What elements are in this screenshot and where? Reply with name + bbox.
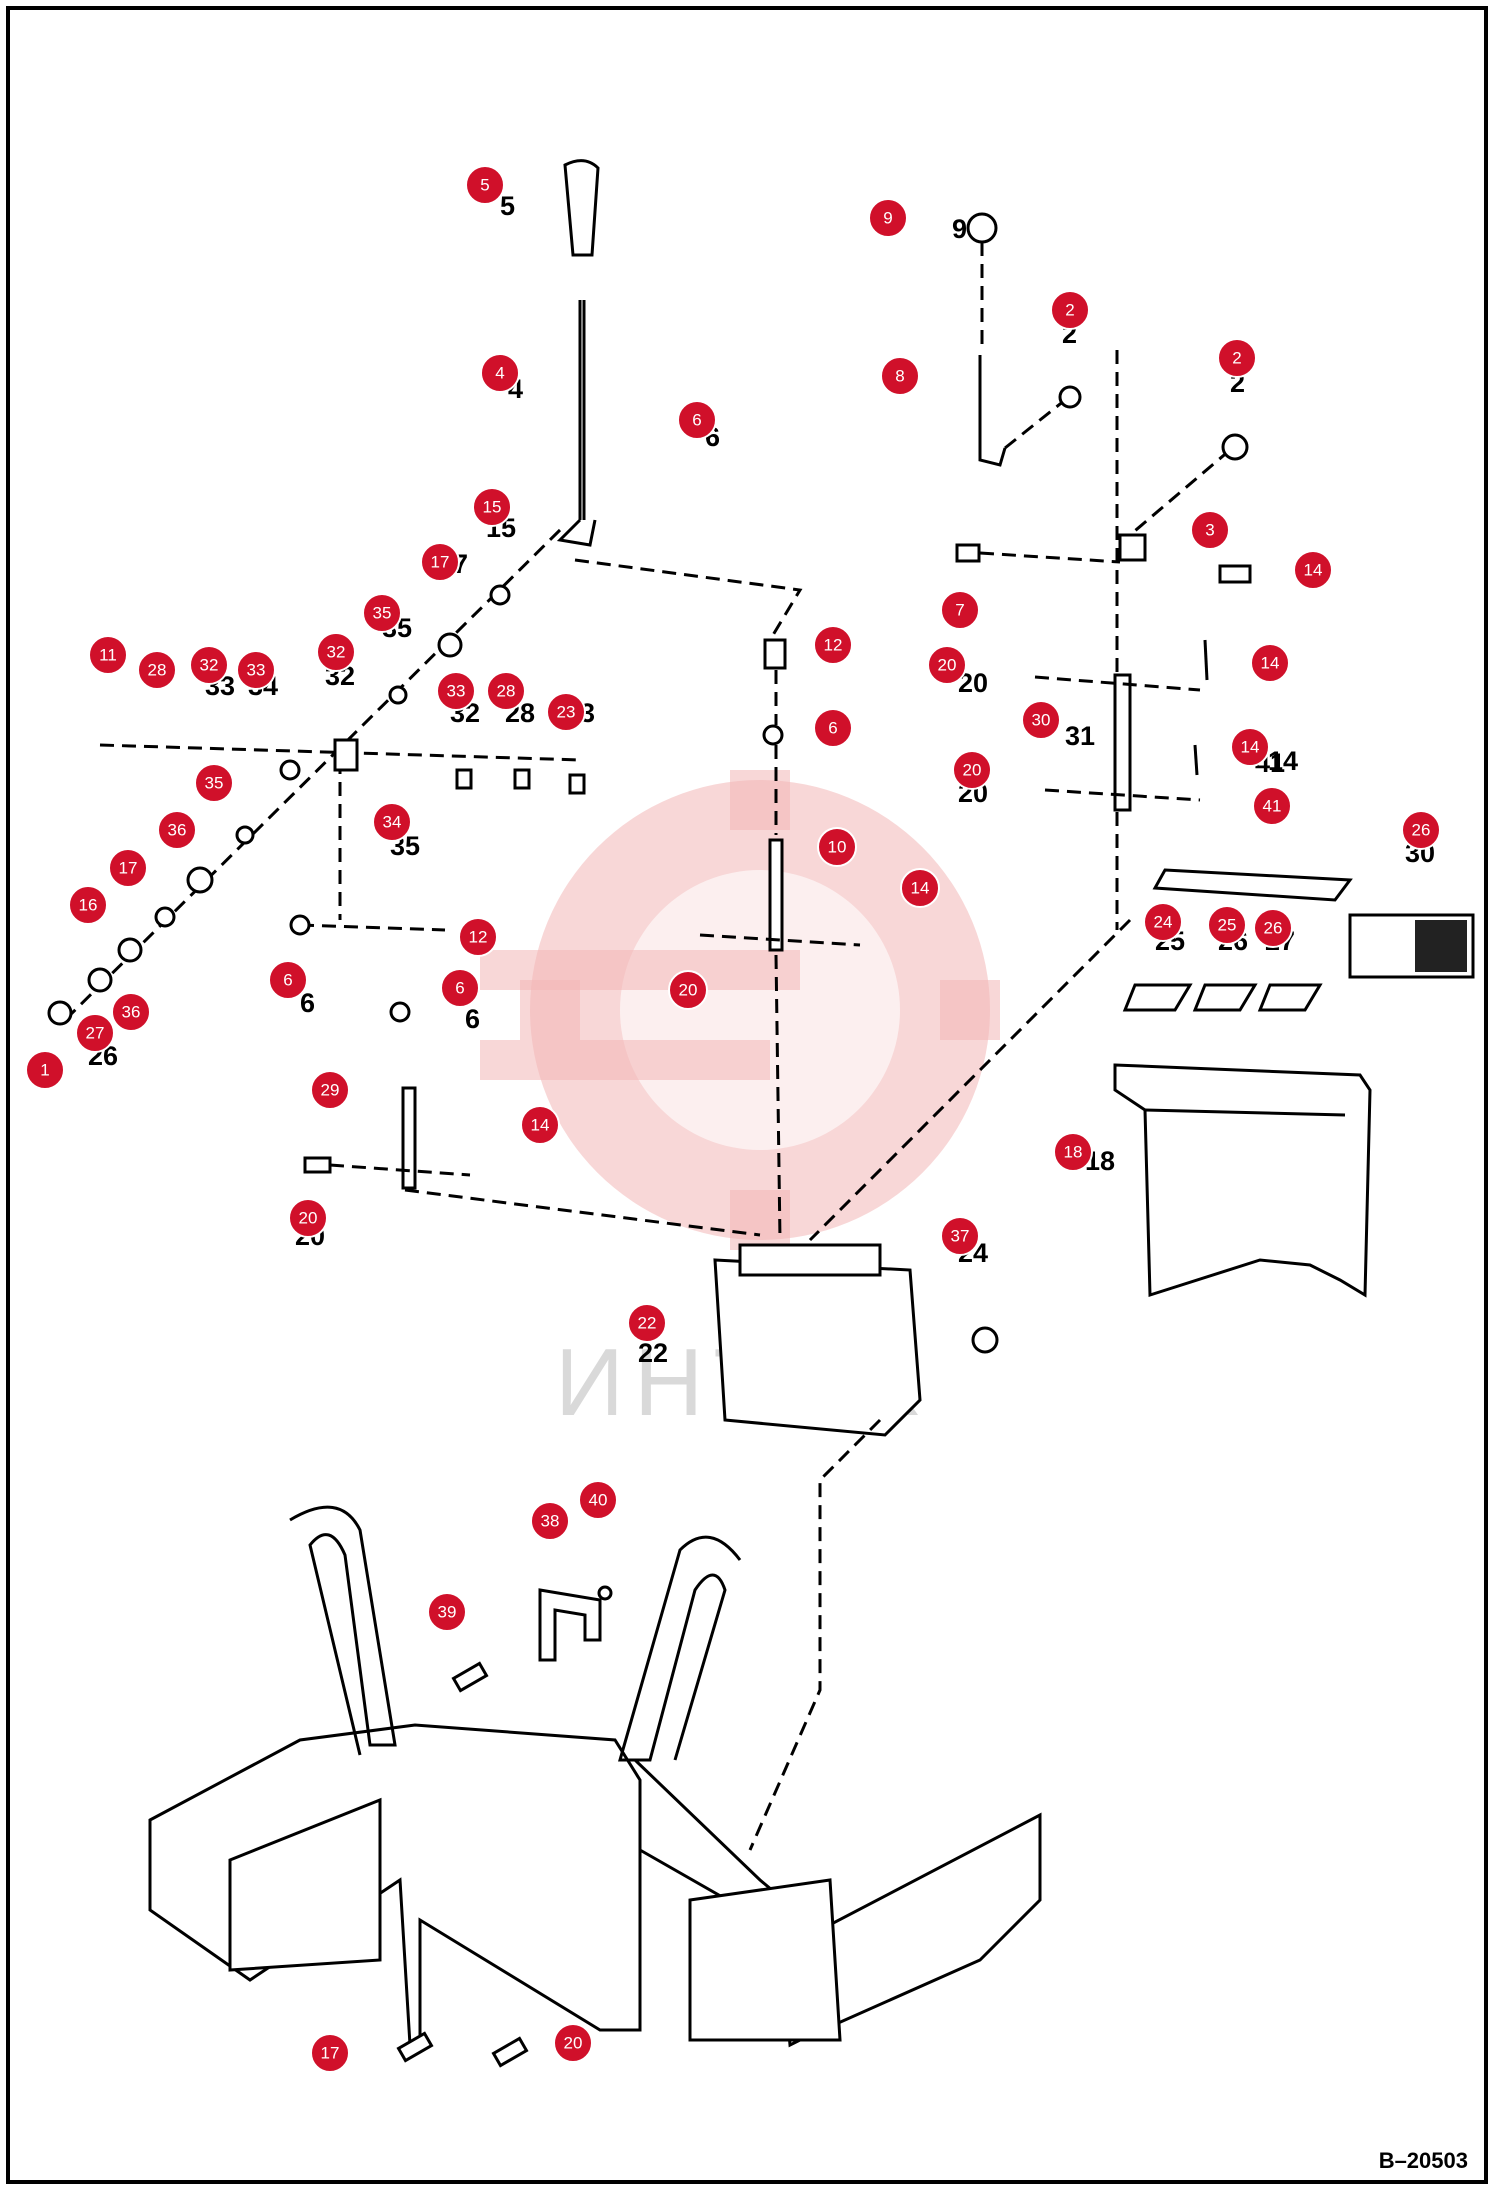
callout-17[interactable]: 17	[420, 542, 460, 582]
part-label: 6	[465, 1004, 480, 1034]
callout-20[interactable]: 20	[288, 1198, 328, 1238]
callout-21[interactable]: 22	[627, 1303, 667, 1343]
control-valve	[713, 1243, 999, 1851]
callout-14[interactable]: 14	[1230, 727, 1270, 767]
callout-1[interactable]: 1	[25, 1050, 65, 1090]
callout-33[interactable]: 34	[372, 802, 412, 842]
callout-12[interactable]: 12	[813, 625, 853, 665]
part-label: 14	[1268, 746, 1298, 776]
callout-15[interactable]: 16	[68, 885, 108, 925]
callout-25[interactable]: 26	[1253, 908, 1293, 948]
callout-39[interactable]: 39	[427, 1592, 467, 1632]
callout-19[interactable]: 20	[553, 2023, 593, 2063]
callout-23[interactable]: 24	[1143, 902, 1183, 942]
callout-14[interactable]: 14	[520, 1105, 560, 1145]
callout-24[interactable]: 25	[1207, 905, 1247, 945]
valve-cover	[1113, 1063, 1372, 1298]
callout-35[interactable]: 35	[362, 593, 402, 633]
callout-20[interactable]: 20	[927, 645, 967, 685]
callout-12[interactable]: 12	[458, 917, 498, 957]
part-label: 5	[500, 191, 515, 221]
callout-14[interactable]: 14	[900, 868, 940, 908]
callout-7[interactable]: 7	[940, 590, 980, 630]
drawing-frame	[6, 6, 1488, 2184]
callout-6[interactable]: 6	[268, 960, 308, 1000]
callout-11[interactable]: 11	[88, 635, 128, 675]
callout-17[interactable]: 17	[108, 848, 148, 888]
callout-18[interactable]: 18	[1053, 1132, 1093, 1172]
callout-31[interactable]: 32	[316, 632, 356, 672]
callout-14[interactable]: 14	[1250, 643, 1290, 683]
callout-6[interactable]: 6	[677, 400, 717, 440]
callout-32[interactable]: 32	[189, 645, 229, 685]
part-label: 31	[1065, 721, 1095, 751]
part-label: 9	[952, 214, 967, 244]
callout-9[interactable]: 9	[868, 198, 908, 238]
callout-27[interactable]: 27	[75, 1013, 115, 1053]
callout-30[interactable]: 30	[1021, 700, 1061, 740]
bracket-parts-right	[955, 385, 1252, 812]
callout-2[interactable]: 2	[1050, 290, 1090, 330]
callout-16[interactable]: 17	[310, 2033, 350, 2073]
callout-15[interactable]: 15	[472, 487, 512, 527]
callout-35[interactable]: 36	[157, 810, 197, 850]
linkage-assembly-left	[47, 528, 761, 1237]
callout-20[interactable]: 20	[952, 750, 992, 790]
callout-13[interactable]: 14	[1293, 550, 1333, 590]
callout-38[interactable]: 38	[530, 1501, 570, 1541]
linkage-assembly-center	[699, 638, 861, 1241]
callout-6[interactable]: 6	[440, 968, 480, 1008]
callout-28[interactable]: 28	[137, 650, 177, 690]
callout-34[interactable]: 35	[194, 763, 234, 803]
callout-37[interactable]: 37	[940, 1216, 980, 1256]
callout-4[interactable]: 4	[480, 353, 520, 393]
callout-5[interactable]: 5	[465, 165, 505, 205]
callout-20[interactable]: 20	[668, 970, 708, 1010]
callout-8[interactable]: 8	[880, 356, 920, 396]
part-label: 6	[300, 988, 315, 1018]
callout-3[interactable]: 3	[1190, 510, 1230, 550]
watermark-logo	[480, 770, 1000, 1250]
callout-26[interactable]: 26	[1401, 810, 1441, 850]
decal-set	[1122, 868, 1475, 1012]
callout-10[interactable]: 10	[817, 827, 857, 867]
callout-22[interactable]: 23	[546, 692, 586, 732]
callout-40[interactable]: 40	[578, 1480, 618, 1520]
loader-frame	[148, 1505, 1042, 2068]
figure-id: B–20503	[1378, 2148, 1468, 2173]
callout-33[interactable]: 33	[236, 650, 276, 690]
control-lever-right	[808, 212, 1231, 1242]
callout-29[interactable]: 29	[310, 1070, 350, 1110]
callout-36[interactable]: 36	[111, 992, 151, 1032]
part-label: 22	[638, 1338, 668, 1368]
callout-6[interactable]: 6	[813, 708, 853, 748]
callout-28[interactable]: 28	[486, 671, 526, 711]
callout-2[interactable]: 2	[1217, 338, 1257, 378]
callout-41[interactable]: 41	[1252, 786, 1292, 826]
callout-32[interactable]: 33	[436, 671, 476, 711]
control-lever-left	[556, 159, 803, 641]
